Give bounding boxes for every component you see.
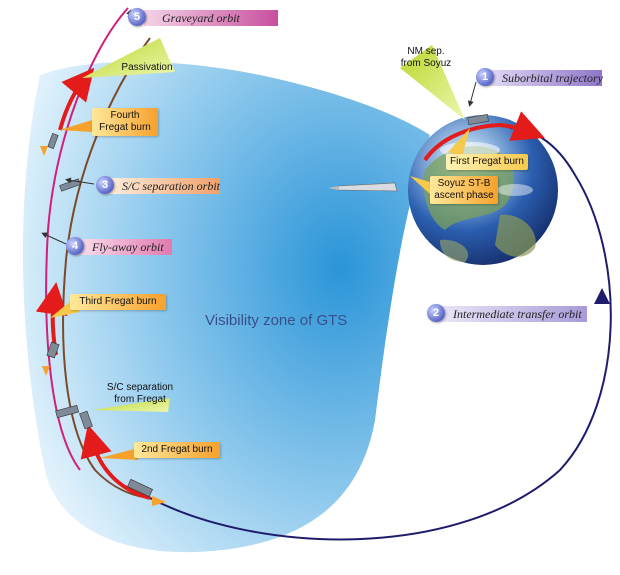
fourth-burn-label: Fourth Fregat burn <box>92 108 158 136</box>
ascent-phase-label: Soyuz ST-B ascent phase <box>430 176 498 204</box>
fourth-burn-line1: Fourth <box>110 110 140 121</box>
orbit-label-text: Fly-away orbit <box>92 240 164 254</box>
first-burn-text: First Fregat burn <box>450 156 524 167</box>
nm-separation-line1: NM sep. <box>407 46 445 57</box>
engine-flame-icon <box>40 146 48 156</box>
orbit-label-text: Graveyard orbit <box>162 11 240 25</box>
first-burn-label: First Fregat burn <box>446 154 528 170</box>
second-burn-label: 2nd Fregat burn <box>134 442 220 458</box>
ascent-phase-line1: Soyuz ST-B <box>437 178 491 189</box>
engine-flame-icon <box>152 496 166 506</box>
third-burn-label: Third Fregat burn <box>70 294 166 310</box>
fourth-burn-pointer <box>60 120 92 132</box>
nm-separation-label: NM sep. from Soyuz <box>386 46 466 70</box>
orbit-label-3: S/C separation orbit <box>104 178 220 194</box>
intermediate-transfer-orbit <box>149 127 612 541</box>
first-burn-arc <box>423 111 545 162</box>
orbit-number-4: 4 <box>66 237 84 255</box>
nm-sep-cone <box>400 45 465 120</box>
leader-arrow-4 <box>41 232 67 245</box>
orbit-label-text: Suborbital trajectory <box>502 71 603 85</box>
sc-separation-label: S/C separation from Fregat <box>100 382 180 406</box>
ascent-pointer <box>410 176 430 194</box>
orbit-label-text: S/C separation orbit <box>122 179 221 193</box>
rocket-icon <box>328 182 398 192</box>
orbit-label-4: Fly-away orbit <box>74 239 172 255</box>
sc-separation-line1: S/C separation <box>106 382 174 393</box>
orbit-label-2: Intermediate transfer orbit <box>435 306 587 322</box>
spacecraft-icon <box>46 113 489 498</box>
orbit-number-1: 1 <box>476 68 494 86</box>
engine-flame-icon <box>42 366 50 376</box>
first-burn-pointer <box>448 128 470 156</box>
nm-separation-line2: from Soyuz <box>400 58 452 69</box>
leader-arrow-3 <box>65 177 95 185</box>
orbit-label-5: Graveyard orbit <box>144 10 278 26</box>
passivation-label: Passivation <box>112 62 182 74</box>
ascent-phase-line2: ascent phase <box>434 190 494 201</box>
passivation-cone <box>82 38 175 78</box>
sc-sep-cone <box>92 398 170 412</box>
second-burn-text: 2nd Fregat burn <box>141 444 213 455</box>
visibility-zone-label: Visibility zone of GTS <box>205 312 348 329</box>
orbit-label-1: Suborbital trajectory <box>484 70 603 86</box>
orbit-label-text: Intermediate transfer orbit <box>453 307 582 321</box>
second-burn-arc <box>80 424 151 500</box>
second-burn-pointer <box>100 448 138 460</box>
orbit-number-3: 3 <box>96 176 114 194</box>
orbit-number-5: 5 <box>128 8 146 26</box>
passivation-text: Passivation <box>121 62 173 73</box>
orbit-number-2: 2 <box>427 304 445 322</box>
third-burn-text: Third Fregat burn <box>79 296 157 307</box>
leader-arrow-1 <box>467 81 477 107</box>
sc-separation-line2: from Fregat <box>114 394 166 405</box>
fourth-burn-line2: Fregat burn <box>99 122 151 133</box>
fourth-burn-arc <box>58 67 95 131</box>
